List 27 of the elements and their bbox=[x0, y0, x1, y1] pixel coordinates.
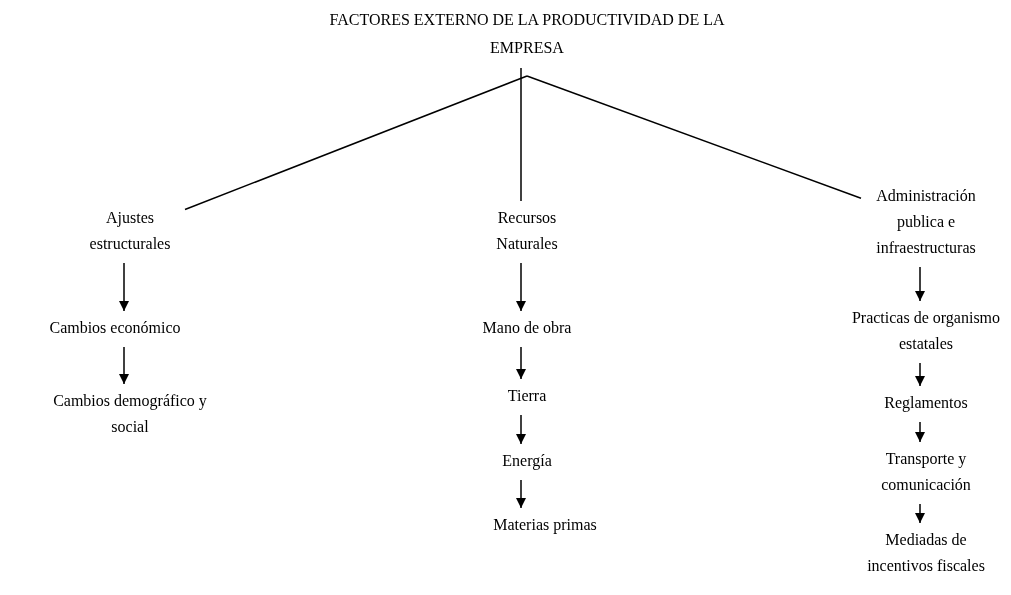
factor-label: Cambios demográfico y social bbox=[45, 388, 215, 440]
factor-label: Mediadas de incentivos fiscales bbox=[856, 527, 996, 579]
arrow bbox=[914, 362, 926, 387]
arrow bbox=[914, 421, 926, 443]
factor-label: Administración publica e infraestructuras bbox=[861, 183, 991, 261]
factor-label: Energía bbox=[467, 448, 587, 474]
factor-label: Materias primas bbox=[465, 512, 625, 538]
factor-label: Recursos Naturales bbox=[482, 205, 572, 257]
factor-label: Practicas de organismo estatales bbox=[826, 305, 1011, 357]
arrow bbox=[914, 266, 926, 302]
factor-label: Mano de obra bbox=[447, 315, 607, 341]
connector-line bbox=[520, 67, 522, 202]
arrow bbox=[118, 262, 130, 312]
connector-line bbox=[526, 75, 862, 199]
factor-label: Transporte y comunicación bbox=[866, 446, 986, 498]
arrow bbox=[515, 414, 527, 445]
connector-line bbox=[184, 75, 528, 211]
factor-label: Tierra bbox=[467, 383, 587, 409]
arrow bbox=[515, 262, 527, 312]
factor-label: Cambios económico bbox=[15, 315, 215, 341]
heading-text: FACTORES EXTERNO DE LA PRODUCTIVIDAD DE LA EMPRESA bbox=[307, 6, 747, 62]
factor-label: Reglamentos bbox=[846, 390, 1006, 416]
arrow bbox=[515, 479, 527, 509]
factor-label: Ajustes estructurales bbox=[75, 205, 185, 257]
arrow bbox=[515, 346, 527, 380]
arrow bbox=[914, 503, 926, 524]
arrow bbox=[118, 346, 130, 385]
